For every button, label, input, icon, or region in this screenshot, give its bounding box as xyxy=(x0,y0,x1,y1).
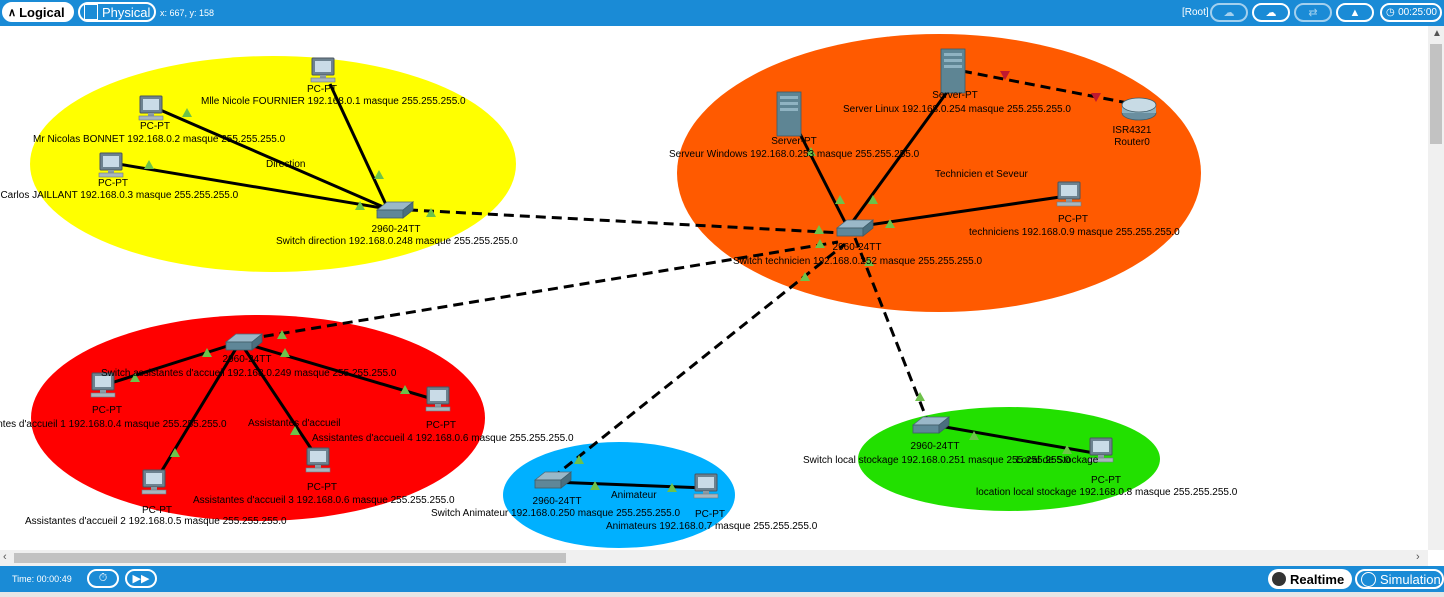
clock-icon: ◷ xyxy=(1386,7,1395,18)
pc-accueil2-icon[interactable] xyxy=(141,469,167,495)
physical-tab[interactable]: Physical xyxy=(78,2,156,22)
cloud-plus-icon: ☁ xyxy=(1265,7,1277,19)
physical-icon xyxy=(84,4,98,20)
switch-accueil-label: Switch assistantes d'accueil 192.168.0.2… xyxy=(101,368,397,379)
link-indicators xyxy=(130,108,1072,492)
logical-icon: ∧ xyxy=(8,6,17,19)
switch-animateur-label: Switch Animateur 192.168.0.250 masque 25… xyxy=(431,508,681,519)
logical-tab[interactable]: ∧ Logical xyxy=(2,2,74,22)
back-nav-button[interactable]: ☁ xyxy=(1210,3,1248,22)
server-windows-model: Server-PT xyxy=(771,136,817,147)
move-icon: ⇄ xyxy=(1308,7,1318,19)
router-label: Router0 xyxy=(1114,137,1150,148)
pc-techniciens-label: techniciens 192.168.0.9 masque 255.255.2… xyxy=(969,227,1180,238)
viewport-clock[interactable]: ◷ 00:25:00 xyxy=(1380,3,1442,22)
pc-accueil1-model: PC-PT xyxy=(92,405,122,416)
pc-bonnet-label: Mr Nicolas BONNET 192.168.0.2 masque 255… xyxy=(33,134,286,145)
timer-icon: ⏱ xyxy=(98,572,108,584)
realtime-clock-icon xyxy=(1272,572,1286,586)
pc-accueil3-model: PC-PT xyxy=(307,482,337,493)
logical-workspace[interactable]: PC-PT Mlle Nicole FOURNIER 192.168.0.1 m… xyxy=(0,26,1428,550)
server-linux-label: Server Linux 192.168.0.254 masque 255.25… xyxy=(843,104,1071,115)
scroll-left-icon[interactable]: ‹ xyxy=(3,551,7,563)
router-icon[interactable] xyxy=(1121,97,1157,121)
vertical-scroll-thumb[interactable] xyxy=(1430,44,1442,144)
new-cluster-button[interactable]: ☁ xyxy=(1252,3,1290,22)
fast-forward-button[interactable]: ▶▶ xyxy=(125,569,157,588)
pc-animateurs-model: PC-PT xyxy=(695,509,725,520)
server-windows-label: Serveur Windows 192.168.0.253 masque 255… xyxy=(669,149,920,160)
pc-animateurs-icon[interactable] xyxy=(693,473,719,499)
server-linux-icon[interactable] xyxy=(940,48,966,94)
switch-technicien-model: 2960-24TT xyxy=(833,242,882,253)
top-toolbar: ∧ Logical Physical x: 667, y: 158 [Root]… xyxy=(0,0,1444,26)
zone-technicien-label: Technicien et Seveur xyxy=(935,169,1029,180)
pc-accueil4-model: PC-PT xyxy=(426,420,456,431)
pc-fournier-model: PC-PT xyxy=(307,84,337,95)
pc-accueil4-icon[interactable] xyxy=(425,386,451,412)
zone-direction-label: Direction xyxy=(266,159,305,170)
pc-bonnet-icon[interactable] xyxy=(138,95,164,121)
zone-stockage-label: Local de Stockage xyxy=(1016,455,1099,466)
switch-direction-model: 2960-24TT xyxy=(372,224,421,235)
simulation-label: Simulation xyxy=(1380,571,1441,587)
simulation-icon xyxy=(1361,571,1376,587)
pc-stockage-label: location local stockage 192.168.0.8 masq… xyxy=(976,487,1238,498)
physical-label: Physical xyxy=(102,4,151,20)
set-background-button[interactable]: ▲ xyxy=(1336,3,1374,22)
pc-accueil3-icon[interactable] xyxy=(305,447,331,473)
horizontal-scrollbar[interactable]: ‹ › xyxy=(0,550,1428,566)
switch-stockage-label: Switch local stockage 192.168.0.251 masq… xyxy=(803,455,1071,466)
pc-accueil3-label: Assistantes d'accueil 3 192.168.0.6 masq… xyxy=(193,495,455,506)
scroll-up-icon[interactable]: ▲ xyxy=(1432,28,1442,39)
cursor-coordinates: x: 667, y: 158 xyxy=(160,8,215,18)
clock-time: 00:25:00 xyxy=(1398,7,1437,18)
scroll-right-icon[interactable]: › xyxy=(1416,551,1420,563)
move-object-button[interactable]: ⇄ xyxy=(1294,3,1332,22)
pc-jaillant-label: Mr Carlos JAILLANT 192.168.0.3 masque 25… xyxy=(0,190,239,201)
bottom-toolbar: Time: 00:00:49 ⏱ ▶▶ Realtime Simulation xyxy=(0,566,1444,592)
logical-label: Logical xyxy=(19,4,65,20)
pc-accueil2-model: PC-PT xyxy=(142,505,172,516)
pc-techniciens-model: PC-PT xyxy=(1058,214,1088,225)
server-linux-model: Server-PT xyxy=(932,90,978,101)
pc-jaillant-icon[interactable] xyxy=(98,152,124,178)
zone-accueil-label: Assistantes d'accueil xyxy=(248,418,341,429)
pc-bonnet-model: PC-PT xyxy=(140,121,170,132)
mountain-icon: ▲ xyxy=(1349,6,1361,19)
link-down-indicators xyxy=(1000,71,1101,102)
pc-jaillant-model: PC-PT xyxy=(98,178,128,189)
pc-fournier-label: Mlle Nicole FOURNIER 192.168.0.1 masque … xyxy=(201,96,466,107)
router-model: ISR4321 xyxy=(1113,125,1152,136)
pc-accueil2-label: Assistantes d'accueil 2 192.168.0.5 masq… xyxy=(25,516,287,527)
pc-animateurs-label: Animateurs 192.168.0.7 masque 255.255.25… xyxy=(606,521,818,532)
pc-techniciens-icon[interactable] xyxy=(1056,181,1082,207)
switch-accueil-model: 2960-24TT xyxy=(223,354,272,365)
switch-animateur-model: 2960-24TT xyxy=(533,496,582,507)
zone-technicien xyxy=(677,34,1201,312)
zone-animateur xyxy=(503,442,735,548)
server-windows-icon[interactable] xyxy=(776,91,802,137)
realtime-mode-button[interactable]: Realtime xyxy=(1268,569,1352,589)
topology-diagram: PC-PT Mlle Nicole FOURNIER 192.168.0.1 m… xyxy=(0,34,1238,548)
simulation-mode-button[interactable]: Simulation xyxy=(1355,569,1444,589)
cloud-icon: ☁ xyxy=(1223,7,1235,19)
pc-accueil4-label: Assistantes d'accueil 4 192.168.0.6 masq… xyxy=(312,433,574,444)
horizontal-scroll-thumb[interactable] xyxy=(14,553,566,563)
fast-forward-icon: ▶▶ xyxy=(132,573,150,585)
dashed-links xyxy=(247,69,1129,480)
switch-stockage-model: 2960-24TT xyxy=(911,441,960,452)
vertical-scrollbar[interactable]: ▲ xyxy=(1428,26,1444,550)
switch-technicien-label: Switch technicien 192.168.0.252 masque 2… xyxy=(733,256,983,267)
realtime-label: Realtime xyxy=(1290,571,1345,587)
root-label[interactable]: [Root] xyxy=(1182,7,1209,18)
device-type-strip[interactable] xyxy=(0,592,1444,597)
pc-fournier-icon[interactable] xyxy=(310,57,336,83)
zone-animateur-label: Animateur xyxy=(611,490,657,501)
pc-accueil1-label: Assistantes d'accueil 1 192.168.0.4 masq… xyxy=(0,419,227,430)
switch-direction-label: Switch direction 192.168.0.248 masque 25… xyxy=(276,236,518,247)
pc-stockage-model: PC-PT xyxy=(1091,475,1121,486)
power-cycle-button[interactable]: ⏱ xyxy=(87,569,119,588)
time-label: Time: 00:00:49 xyxy=(12,574,72,584)
